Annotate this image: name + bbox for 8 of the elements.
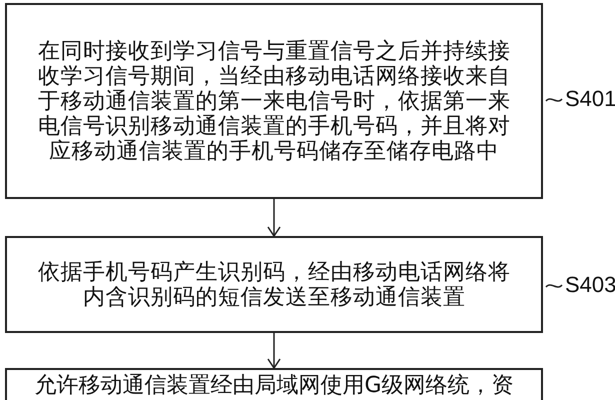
step-text: 在同时接收到学习信号与重置信号之后并持续接收学习信号期间，当经由移动电话网络接收来自于移动通信装置的第一来电信号时，依据第一来电信号识别移动通信装置的手机号码，并且将对应移动通信装置的手机号码储存至储存电路中 <box>36 38 512 164</box>
arrow <box>267 199 281 237</box>
arrow <box>267 333 281 369</box>
process-box <box>5 3 543 199</box>
process-box <box>5 236 543 333</box>
step-text: 依据手机号码产生识别码，经由移动电话网络将内含识别码的短信发送至移动通信装置 <box>36 260 512 310</box>
step-text: 允许移动通信装置经由局域网使用G级网络统，资 <box>34 375 514 397</box>
step-label: S401 <box>545 86 615 112</box>
